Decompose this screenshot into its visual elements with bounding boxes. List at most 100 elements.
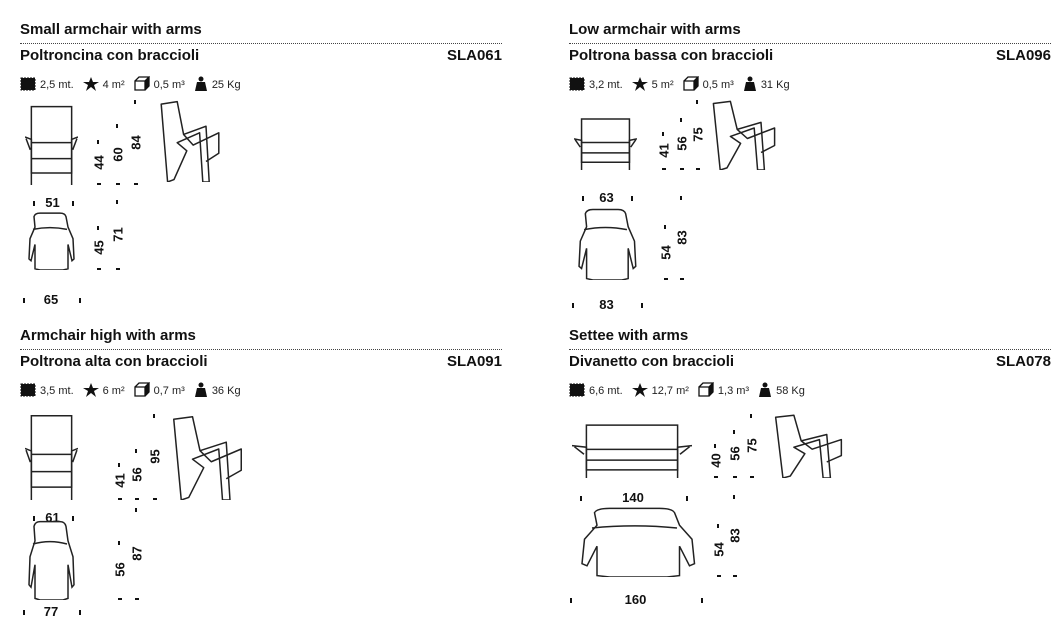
side-view-drawing (772, 414, 845, 483)
product-subtitle: Divanetto con braccioli (569, 353, 735, 370)
dimension-label: 54 (711, 542, 727, 558)
dimension-height: 44 (92, 140, 107, 185)
dimension-tick (662, 167, 666, 170)
front-view-drawing (572, 424, 692, 483)
dimension-tick (79, 298, 81, 303)
volume-box-icon (682, 76, 703, 94)
dimension-tick (135, 508, 137, 512)
spec-leather: 2,5 mt. (20, 77, 74, 94)
spec-volume: 1,3 m³ (698, 382, 749, 400)
dimension-tick (23, 610, 25, 615)
spec-value: 25 Kg (211, 79, 241, 91)
leather-icon (569, 77, 589, 94)
side-view-drawing (170, 415, 245, 505)
dimension-tick (72, 201, 74, 206)
dimension-label: 45 (91, 240, 107, 255)
spec-leather: 3,5 mt. (20, 383, 74, 400)
spec-value: 0,5 m³ (702, 79, 734, 91)
dimension-width: 83 (599, 297, 614, 312)
top-view-drawing (25, 212, 75, 275)
dotted-divider (20, 43, 502, 44)
dimension-label: 56 (674, 136, 690, 151)
dimension-height: 83 (728, 495, 743, 577)
dimension-tick (717, 574, 721, 577)
dimension-height: 75 (745, 414, 760, 478)
dimension-tick (680, 167, 684, 170)
dimension-label: 84 (128, 134, 144, 150)
dimension-tick (582, 196, 584, 201)
dimension-height: 95 (147, 414, 163, 500)
dimension-tick (717, 523, 719, 528)
dimension-label: 60 (110, 146, 126, 162)
dimension-height: 87 (129, 508, 145, 600)
dimension-tick (733, 575, 737, 577)
spec-value: 58 Kg (776, 385, 805, 397)
dimension-label: 40 (708, 453, 724, 468)
hide-icon (631, 76, 652, 94)
product-title: Small armchair with arms (20, 21, 202, 38)
dimension-tick (135, 598, 139, 600)
dimension-height: 41 (112, 462, 128, 500)
dimension-width: 160 (624, 592, 647, 607)
spec-value: 36 Kg (211, 385, 241, 397)
dimension-tick (116, 268, 120, 270)
dimension-height: 71 (110, 200, 126, 270)
spec-volume: 0,7 m³ (133, 382, 185, 400)
dimension-tick (118, 462, 120, 467)
dimension-tick (570, 598, 572, 603)
dimension-tick (97, 182, 101, 185)
dimension-height: 41 (657, 131, 672, 170)
spec-weight: 58 Kg (758, 382, 805, 400)
weight-icon (743, 76, 761, 94)
dimension-tick (116, 182, 120, 185)
dimension-tick (641, 303, 643, 308)
side-view-drawing (158, 100, 222, 187)
top-view-drawing (574, 208, 637, 285)
spec-value: 5 m² (651, 79, 674, 91)
dimension-tick (631, 196, 633, 201)
spec-value: 2,5 mt. (40, 79, 74, 91)
dimension-tick (750, 414, 752, 418)
dimension-tick (79, 610, 81, 615)
dimension-tick (135, 497, 139, 500)
dimension-label: 95 (147, 449, 163, 464)
dimension-tick (116, 200, 118, 204)
spec-volume: 0,5 m³ (682, 76, 734, 94)
dimension-tick (135, 449, 137, 454)
dimension-tick (750, 476, 754, 478)
dimension-label: 56 (727, 446, 743, 461)
dimension-tick (680, 278, 684, 280)
dimension-label: 71 (110, 227, 126, 242)
dimension-tick (680, 196, 682, 200)
leather-icon (20, 383, 40, 400)
dimension-tick (733, 430, 735, 435)
front-view-drawing (574, 118, 637, 175)
dimension-tick (680, 117, 682, 122)
dimension-tick (664, 225, 666, 230)
dimension-label: 87 (129, 546, 145, 561)
dimension-tick (686, 496, 688, 501)
product-code: SLA091 (446, 353, 502, 370)
dimension-tick (116, 124, 118, 129)
spec-value: 3,5 mt. (40, 385, 74, 397)
volume-box-icon (133, 76, 154, 94)
dimension-label: 41 (112, 473, 128, 489)
spec-value: 0,5 m³ (153, 79, 185, 91)
product-title: Armchair high with arms (20, 327, 196, 344)
dimension-height: 45 (91, 225, 107, 270)
spec-value: 6,6 mt. (589, 385, 623, 397)
dimension-height: 54 (711, 523, 727, 577)
dimension-tick (23, 298, 25, 303)
spec-value: 12,7 m² (651, 385, 689, 397)
volume-box-icon (698, 382, 718, 400)
dimension-tick (580, 496, 582, 501)
product-title: Settee with arms (569, 327, 689, 344)
dimension-height: 56 (113, 540, 128, 600)
weight-icon (194, 382, 212, 400)
product-code: SLA078 (995, 353, 1051, 370)
dimension-width: 65 (43, 292, 59, 307)
dimension-tick (153, 414, 155, 418)
